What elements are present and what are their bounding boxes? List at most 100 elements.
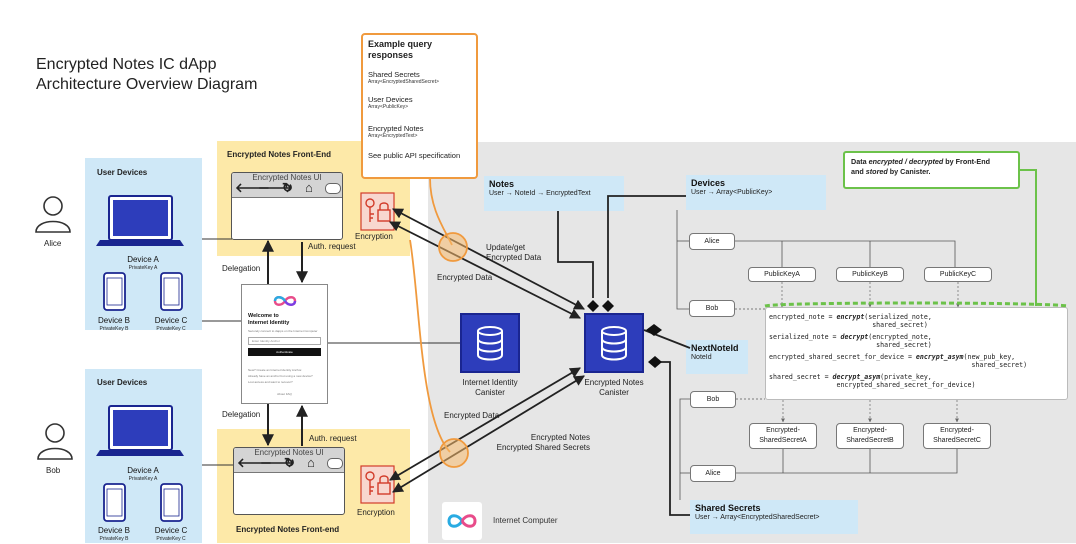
example-item-name: Shared Secrets	[368, 70, 420, 79]
diagram-title-line2: Architecture Overview Diagram	[36, 76, 258, 93]
phone-icon	[160, 272, 183, 311]
device-b-bottom-label: Device B PrivateKey B	[91, 526, 137, 544]
device-b-bottom-key: PrivateKey B	[99, 536, 129, 542]
example-query-box: Example query responses Shared Secrets A…	[361, 33, 478, 179]
alice-person-label: Alice	[44, 239, 62, 248]
internet-computer-logo-icon	[447, 514, 477, 528]
ii-subtitle: Securely connect to dapps on the Interne…	[248, 329, 318, 333]
ii-welcome-title: Welcome to Internet Identity	[248, 313, 290, 326]
browser-toolbar-top: Encrypted Notes UI 🡐 🡒 ↻ ⌂	[232, 173, 342, 198]
notes-store-label: Notes User → NoteId → EncryptedText	[484, 176, 624, 211]
database-icon	[477, 326, 503, 361]
alice-secrets-pill: Alice	[690, 465, 736, 482]
example-item-type: Array<PublicKey>	[368, 104, 409, 110]
example-item-name: User Devices	[368, 95, 413, 104]
encrypted-shared-secret-b-pill: Encrypted- SharedSecretB	[836, 423, 904, 449]
encrypted-shared-secret-a-pill: Encrypted- SharedSecretA	[749, 423, 817, 449]
database-icon	[601, 326, 627, 361]
example-item-type: Array<EncryptedSharedSecret>	[368, 79, 439, 85]
device-a-top-label: Device A PrivateKey A	[110, 255, 176, 273]
example-query-title: Example query responses	[368, 39, 433, 60]
green-note-part5: by Canister.	[887, 167, 931, 176]
example-item-encrypted-notes: Encrypted Notes Array<EncryptedText>	[368, 124, 471, 139]
forward-icon: 🡒	[260, 455, 295, 470]
bob-devices-pill: Bob	[689, 300, 735, 317]
public-key-c-pill: PublicKeyC	[924, 267, 992, 282]
reload-icon: ↻	[282, 180, 293, 195]
device-c-bottom-name: Device C	[154, 526, 188, 535]
laptop-icon	[96, 195, 184, 246]
frontend-top-title: Encrypted Notes Front-End	[227, 150, 332, 159]
green-note-part2: encrypted / decrypted	[868, 157, 944, 166]
browser-toolbar-bottom: Encrypted Notes UI 🡐 🡒 ↻ ⌂	[234, 448, 344, 473]
encryption-top-icon	[360, 192, 395, 231]
api-spec-link[interactable]: See public API specification	[368, 151, 461, 160]
user-devices-bottom-title: User Devices	[97, 378, 148, 387]
forward-icon: 🡒	[258, 180, 293, 195]
green-note-part3: by Front-End and	[851, 157, 990, 176]
code-line-decrypt: serialized_note = decrypt(encrypted_note…	[769, 333, 932, 349]
device-c-top-label: Device C PrivateKey C	[148, 316, 194, 334]
diagram-title-line1: Encrypted Notes IC dApp	[36, 56, 217, 73]
notes-store-title: Notes	[489, 179, 515, 189]
device-b-bottom-name: Device B	[97, 526, 130, 535]
code-line-encrypt-asym: encrypted_shared_secret_for_device = enc…	[769, 353, 1028, 369]
alice-person-icon	[35, 196, 71, 233]
bob-person-icon	[37, 423, 73, 460]
shared-secrets-store-title: Shared Secrets	[695, 503, 761, 513]
device-c-bottom-label: Device C PrivateKey C	[148, 526, 194, 544]
public-key-a-pill: PublicKeyA	[748, 267, 816, 282]
devices-store-label: Devices User → Array<PublicKey>	[686, 175, 826, 210]
example-item-type: Array<EncryptedText>	[368, 133, 418, 139]
device-c-bottom-key: PrivateKey C	[156, 536, 186, 542]
next-note-id-label: NextNoteId NoteId	[686, 340, 748, 374]
green-note-box: Data encrypted / decrypted by Front-End …	[843, 151, 1020, 189]
bob-secrets-pill: Bob	[690, 391, 736, 408]
shared-secrets-store-label: Shared Secrets User → Array<EncryptedSha…	[690, 500, 858, 534]
ii-small-3: Lost access and want to recover?	[248, 380, 293, 384]
public-key-b-pill: PublicKeyB	[836, 267, 904, 282]
encrypted-notes-canister-label: Encrypted Notes Canister	[584, 378, 644, 397]
next-note-id-desc: NoteId	[691, 354, 712, 361]
device-c-top-key: PrivateKey C	[156, 326, 186, 332]
browser-window-top: Encrypted Notes UI 🡐 🡒 ↻ ⌂	[231, 172, 343, 240]
phone-icon	[103, 483, 126, 522]
ii-small-1: New? Create an Internet Identity Anchor.	[248, 368, 303, 372]
ii-small-2: Already have an anchor but using a new d…	[248, 374, 313, 378]
example-item-shared-secrets: Shared Secrets Array<EncryptedSharedSecr…	[368, 70, 471, 85]
diagram-title: Encrypted Notes IC dApp Architecture Ove…	[36, 55, 257, 95]
next-note-id-title: NextNoteId	[691, 343, 739, 353]
delegation-top-label: Delegation	[222, 264, 261, 273]
devices-store-title: Devices	[691, 178, 726, 188]
encryption-bottom-label: Encryption	[357, 508, 395, 517]
example-item-name: Encrypted Notes	[368, 124, 424, 133]
internet-computer-label: Internet Computer	[493, 516, 558, 525]
url-bar-bottom	[327, 458, 343, 469]
auth-request-bottom-label: Auth. request	[309, 434, 357, 443]
internet-identity-card: Welcome to Internet Identity Securely co…	[241, 284, 328, 404]
back-icon: 🡐	[235, 180, 270, 195]
alice-devices-pill: Alice	[689, 233, 735, 250]
device-a-bottom-key: PrivateKey A	[128, 476, 158, 482]
green-note-part4: stored	[865, 167, 888, 176]
code-line-decrypt-asym: shared_secret = decrypt_asym(private_key…	[769, 373, 976, 389]
device-b-top-key: PrivateKey B	[99, 326, 129, 332]
user-devices-top-title: User Devices	[97, 168, 148, 177]
browser-title-top: Encrypted Notes UI	[252, 173, 322, 182]
shared-secrets-store-desc: User → Array<EncryptedSharedSecret>	[695, 514, 820, 521]
device-b-top-name: Device B	[97, 316, 130, 325]
auth-request-top-label: Auth. request	[308, 242, 356, 251]
browser-title-bottom: Encrypted Notes UI	[254, 448, 324, 457]
devices-store-desc: User → Array<PublicKey>	[691, 189, 773, 196]
notes-store-desc: User → NoteId → EncryptedText	[489, 190, 591, 197]
code-line-encrypt: encrypted_note = encrypt(serialized_note…	[769, 313, 932, 329]
home-icon: ⌂	[307, 455, 315, 470]
frontend-bottom-title: Encrypted Notes Front-end	[236, 525, 340, 534]
url-bar-top	[325, 183, 341, 194]
delegation-bottom-label: Delegation	[222, 410, 261, 419]
ii-footer: About FAQ	[277, 392, 292, 396]
ii-anchor-input[interactable]: Enter Identity Anchor	[248, 337, 321, 345]
ii-authenticate-button[interactable]: Authenticate	[248, 348, 321, 356]
device-a-top-name: Device A	[127, 255, 159, 264]
